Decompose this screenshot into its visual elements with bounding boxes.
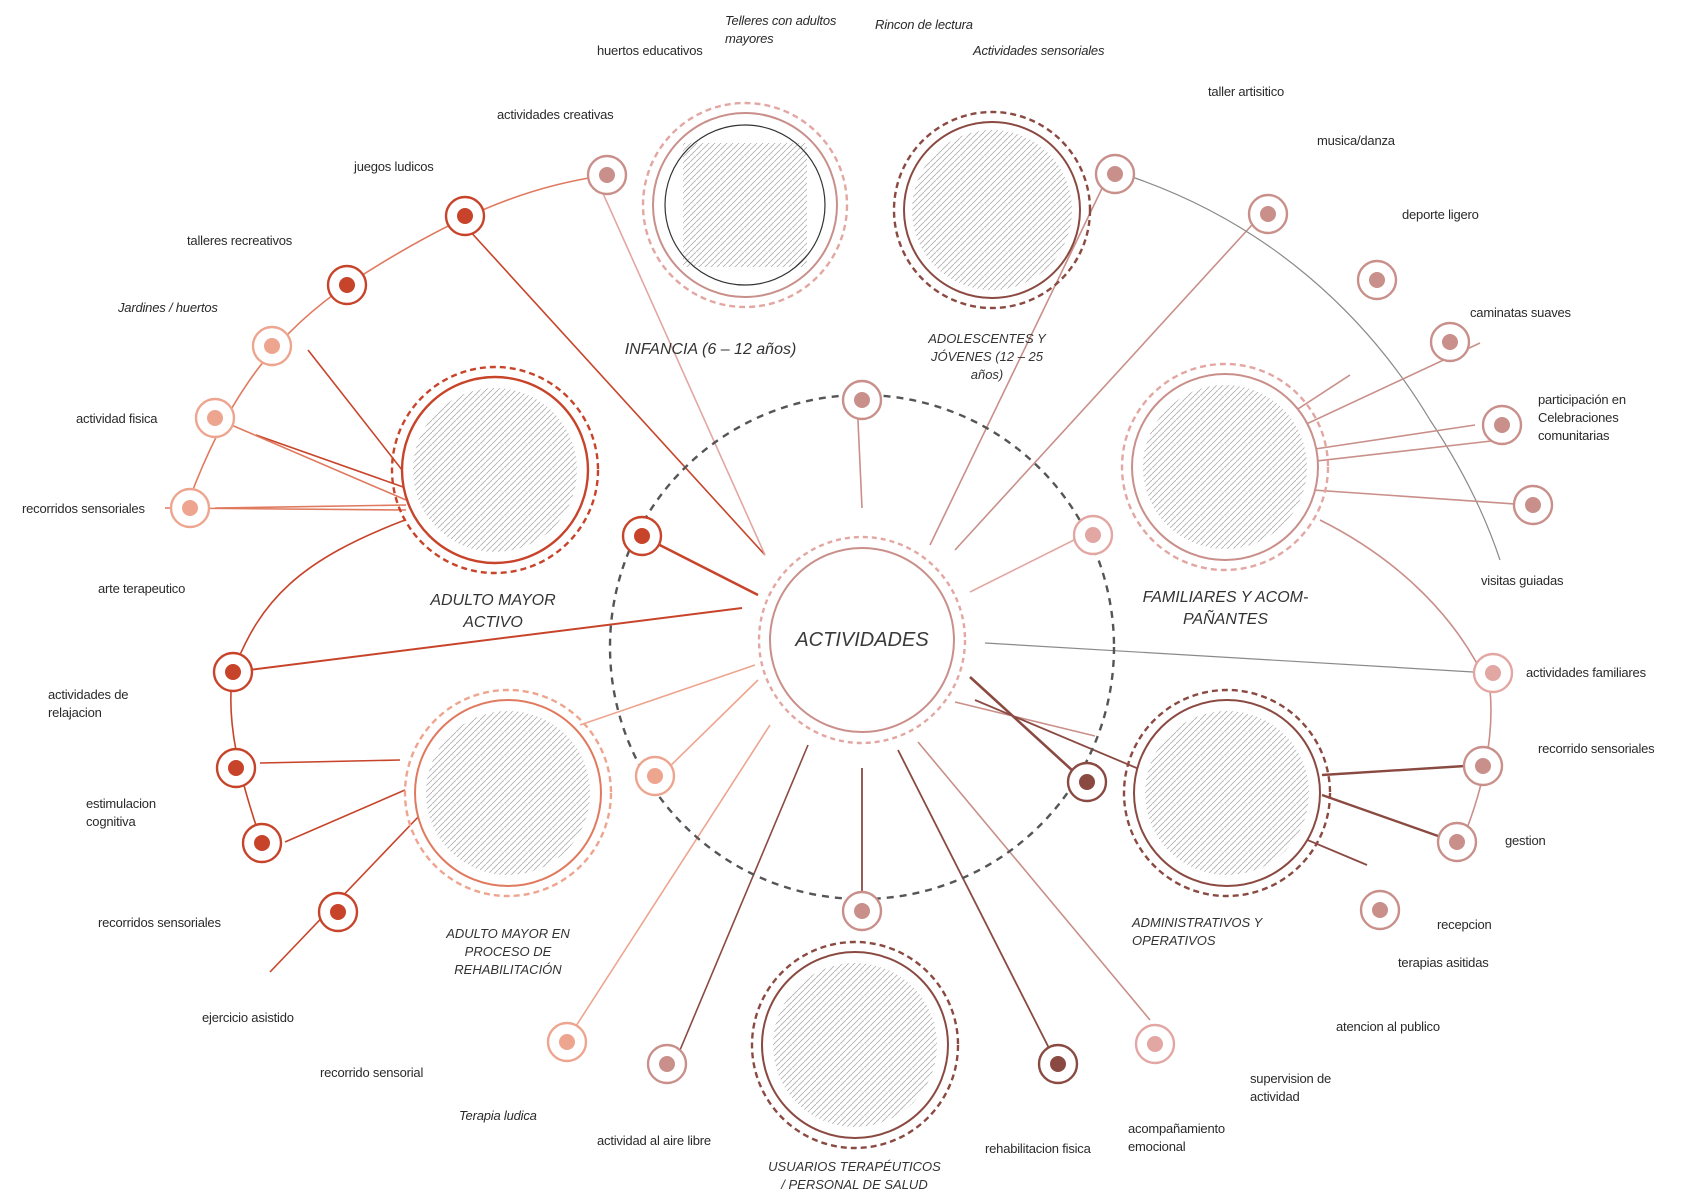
node-jardines: [251, 325, 293, 367]
label-acompanamiento: acompañamiento emocional: [1128, 1121, 1225, 1154]
group-familiares: FAMILIARES Y ACOM- PAÑANTES: [1142, 589, 1309, 628]
node-bottom-center: [841, 890, 883, 932]
photo-office[interactable]: [1122, 688, 1332, 898]
label-ludica: Terapia ludica: [459, 1108, 537, 1123]
node-taller-art: [1247, 193, 1289, 235]
label-arte: arte terapeutico: [98, 581, 186, 596]
label-recepcion: recepcion: [1437, 917, 1492, 932]
node-recorrido-sens: [546, 1021, 588, 1063]
node-estimulacion: [215, 747, 257, 789]
label-recorridos-1: recorridos sensoriales: [22, 501, 145, 516]
node-acompanamiento: [1134, 1023, 1176, 1065]
label-musica: musica/danza: [1317, 133, 1395, 148]
group-administrativos: ADMINISTRATIVOS Y OPERATIVOS: [1132, 915, 1263, 948]
label-deporte: deporte ligero: [1402, 207, 1479, 222]
label-atencion: atencion al publico: [1336, 1019, 1440, 1034]
label-ejercicio: ejercicio asistido: [202, 1010, 294, 1025]
label-talleres-rec: talleres recreativos: [187, 233, 293, 248]
label-ludicos: juegos ludicos: [354, 159, 434, 174]
label-jardines: Jardines / huertos: [118, 300, 218, 315]
group-adulto-rehab: ADULTO MAYOR EN PROCESO DE REHABILITACIÓ…: [446, 926, 570, 977]
photo-elderly-exercise[interactable]: [390, 365, 600, 575]
label-sensoriales: Actividades sensoriales: [973, 43, 1105, 58]
node-caminatas: [1481, 404, 1523, 446]
node-estimulacion-2: [241, 822, 283, 864]
label-participacion: participación en Celebraciones comunitar…: [1538, 392, 1626, 443]
label-aire-libre: actividad al aire libre: [597, 1133, 711, 1148]
node-mid-right: [1072, 514, 1114, 556]
photo-rehab-walkers[interactable]: [403, 688, 613, 898]
group-infancia: INFANCIA (6 – 12 años): [624, 341, 797, 358]
node-sensoriales: [1094, 153, 1136, 195]
photo-health-staff[interactable]: [750, 940, 960, 1150]
label-rincon: Rincon de lectura: [875, 17, 973, 32]
node-relajacion: [212, 651, 254, 693]
node-top-center: [841, 379, 883, 421]
label-rehab-fisica: rehabilitacion fisica: [985, 1141, 1091, 1156]
label-estimulacion: estimulacion cognitiva: [86, 796, 156, 829]
node-recorridos-2: [317, 891, 359, 933]
label-act-fisica: actividad fisica: [76, 411, 158, 426]
label-visitas: visitas guiadas: [1481, 573, 1564, 588]
node-recepcion: [1359, 889, 1401, 931]
node-markers[interactable]: [169, 153, 1554, 1085]
photo-family[interactable]: [1120, 362, 1330, 572]
node-deporte: [1429, 321, 1471, 363]
node-musica: [1356, 259, 1398, 301]
node-mid-left: [634, 755, 676, 797]
node-recorrido-right: [1462, 745, 1504, 787]
label-taller-art: taller artisitico: [1208, 84, 1285, 99]
label-recorridos-2: recorridos sensoriales: [98, 915, 221, 930]
node-act-familiares: [1472, 652, 1514, 694]
node-gestion: [1436, 821, 1478, 863]
node-participacion: [1512, 484, 1554, 526]
label-gestion: gestion: [1505, 833, 1546, 848]
node-talleres-rec: [326, 264, 368, 306]
label-recorrido-right: recorrido sensoriales: [1538, 741, 1655, 756]
node-rehab-fisica: [1037, 1043, 1079, 1085]
label-act-familiares: actividades familiares: [1526, 665, 1646, 680]
node-act-fisica: [194, 397, 236, 439]
photo-children[interactable]: [641, 101, 849, 309]
node-creativas: [586, 154, 628, 196]
label-terapias: terapias asitidas: [1398, 955, 1489, 970]
center-label: ACTIVIDADES: [795, 629, 929, 651]
label-talleres-adultos: Telleres con adultos mayores: [725, 13, 837, 46]
group-terapeuticos: USUARIOS TERAPÉUTICOS / PERSONAL DE SALU…: [768, 1159, 941, 1192]
group-adulto-activo: ADULTO MAYOR ACTIVO: [430, 592, 556, 631]
node-admin-inner: [1066, 761, 1108, 803]
node-aire-libre: [646, 1043, 688, 1085]
label-recorrido-sensorial: recorrido sensorial: [320, 1065, 424, 1080]
label-creativas: actividades creativas: [497, 107, 614, 122]
node-recorridos-1: [169, 487, 211, 529]
label-relajacion: actividades de relajacion: [48, 687, 129, 720]
group-adolescentes: ADOLESCENTES Y JÓVENES (12 – 25 años): [928, 331, 1046, 382]
photo-teens[interactable]: [892, 110, 1092, 310]
label-supervision: supervision de actividad: [1250, 1071, 1332, 1104]
node-ludicos: [444, 195, 486, 237]
node-arte: [621, 515, 663, 557]
center-node[interactable]: [757, 535, 967, 745]
label-caminatas: caminatas suaves: [1470, 305, 1571, 320]
label-huertos-edu: huertos educativos: [597, 43, 703, 58]
